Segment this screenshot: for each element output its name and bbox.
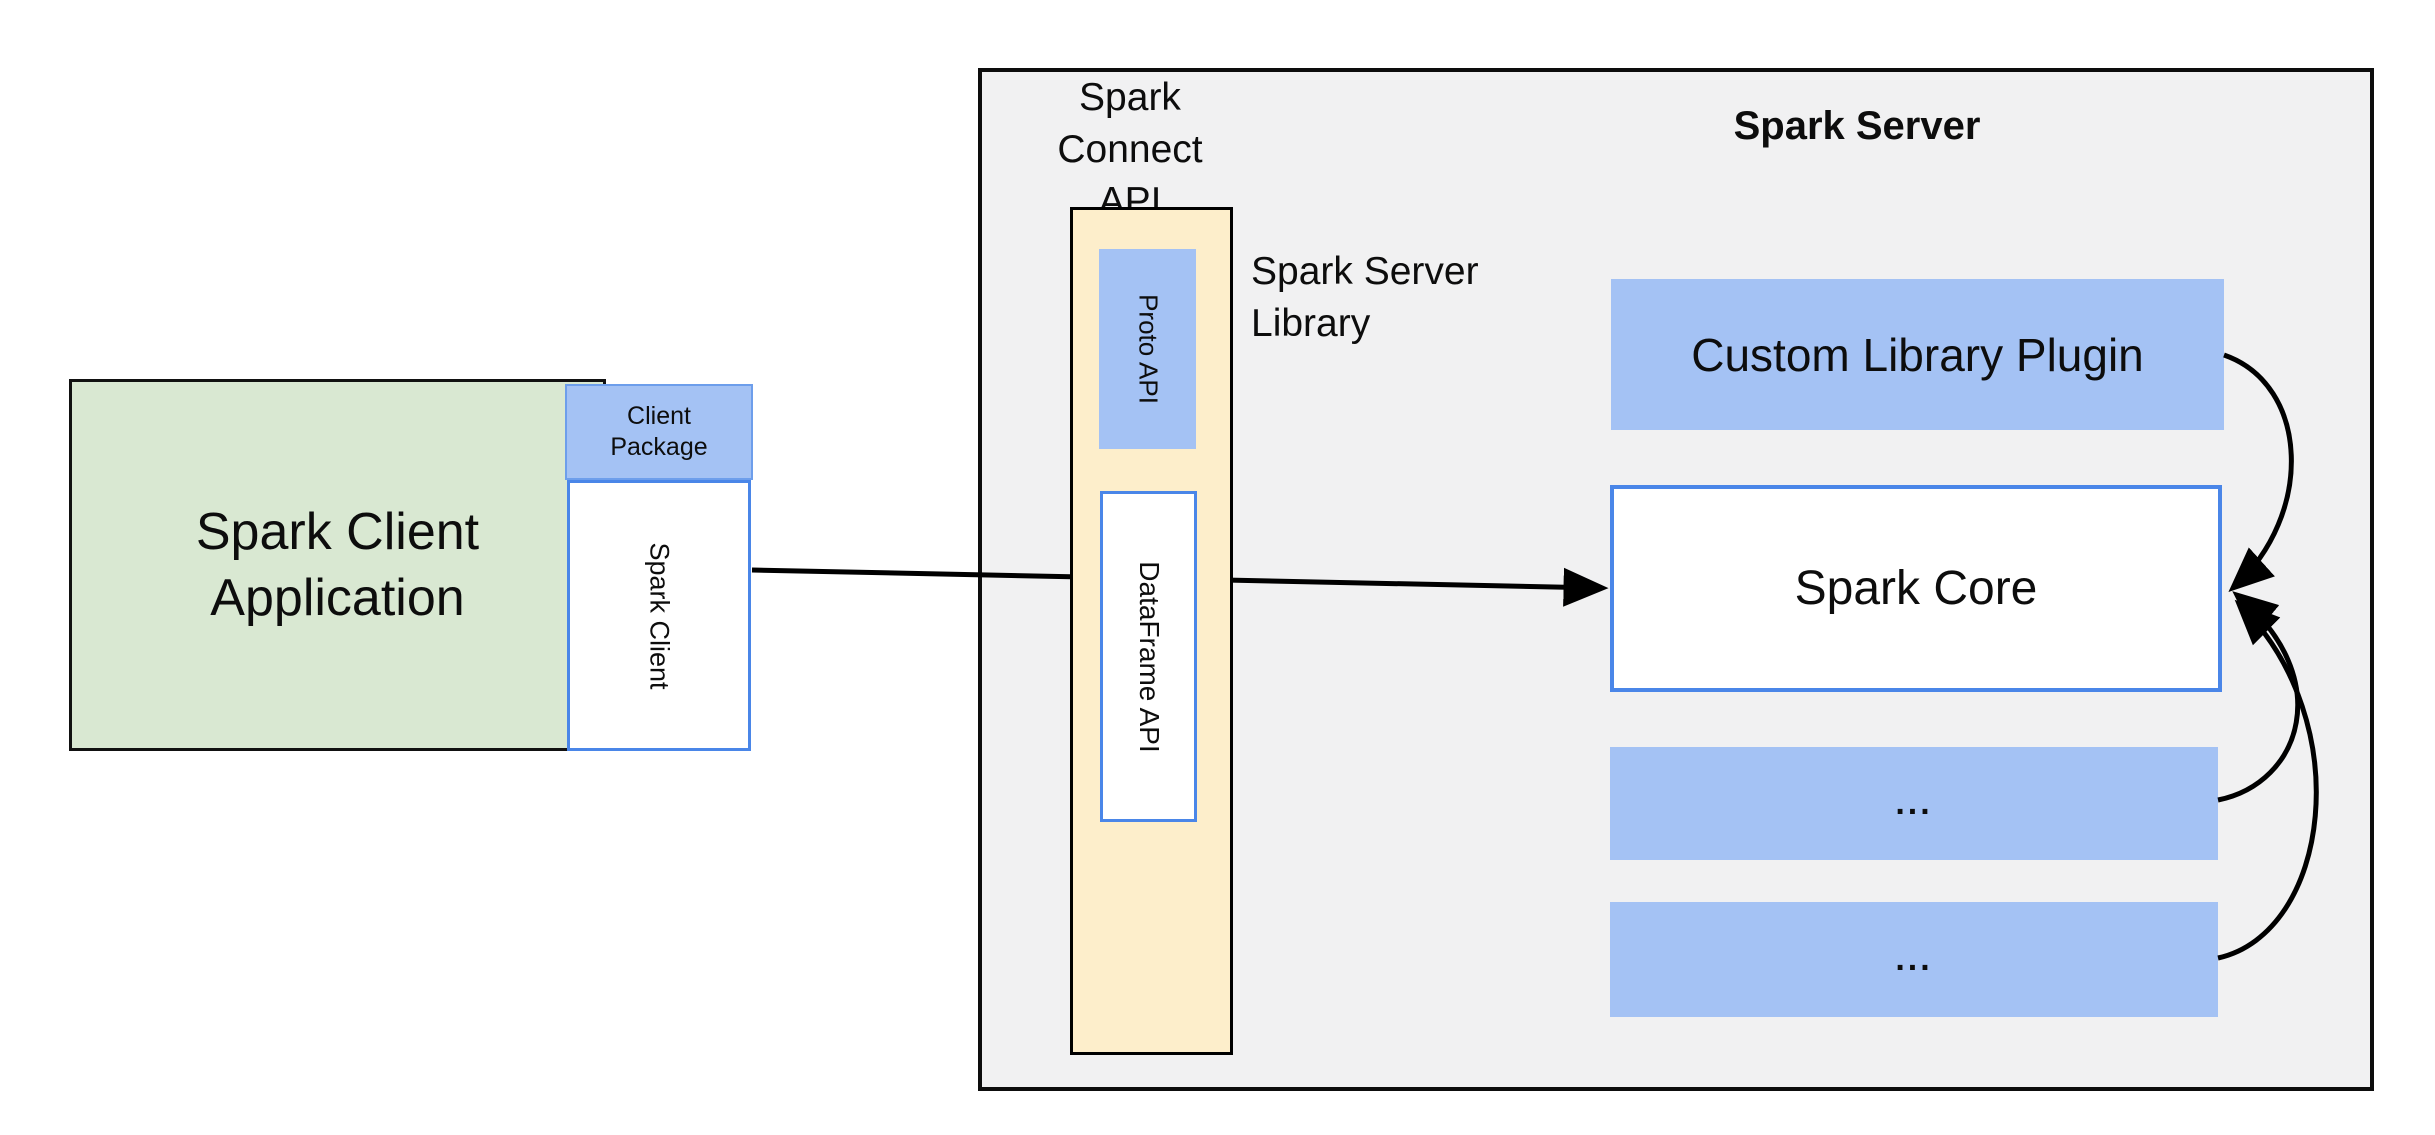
dataframe-api-box: DataFrame API bbox=[1100, 491, 1197, 822]
spark-client-box: Spark Client bbox=[567, 480, 751, 751]
spark-server-library-heading: Spark Server Library bbox=[1251, 250, 1479, 345]
proto-api-box: Proto API bbox=[1099, 249, 1196, 449]
custom-library-plugin-label: Custom Library Plugin bbox=[1691, 328, 2144, 381]
client-package-box: Client Package bbox=[565, 384, 753, 480]
plugin-to-core-arrow bbox=[2223, 352, 2294, 593]
plugin-slot-2-box: ... bbox=[1610, 902, 2218, 1017]
plugin-slot-2-label: ... bbox=[1895, 940, 1933, 978]
spark-client-application-label: Spark Client Application bbox=[195, 503, 480, 627]
spark-server-heading: Spark Server bbox=[1733, 104, 1981, 148]
spark-connect-api-column: Proto API DataFrame API bbox=[1070, 207, 1233, 1055]
plugin-slot-1-label: ... bbox=[1895, 784, 1933, 822]
proto-api-label: Proto API bbox=[1133, 294, 1163, 404]
plugin-slot-1-box: ... bbox=[1610, 747, 2218, 860]
dataframe-api-label: DataFrame API bbox=[1133, 560, 1165, 753]
spark-core-label: Spark Core bbox=[1794, 562, 2038, 615]
custom-library-plugin-box: Custom Library Plugin bbox=[1611, 279, 2224, 430]
slot2-to-core-arrow bbox=[2217, 599, 2319, 961]
client-package-label: Client Package bbox=[610, 402, 708, 461]
spark-core-box: Spark Core bbox=[1610, 485, 2222, 692]
spark-client-application-box: Spark Client Application bbox=[69, 379, 606, 751]
